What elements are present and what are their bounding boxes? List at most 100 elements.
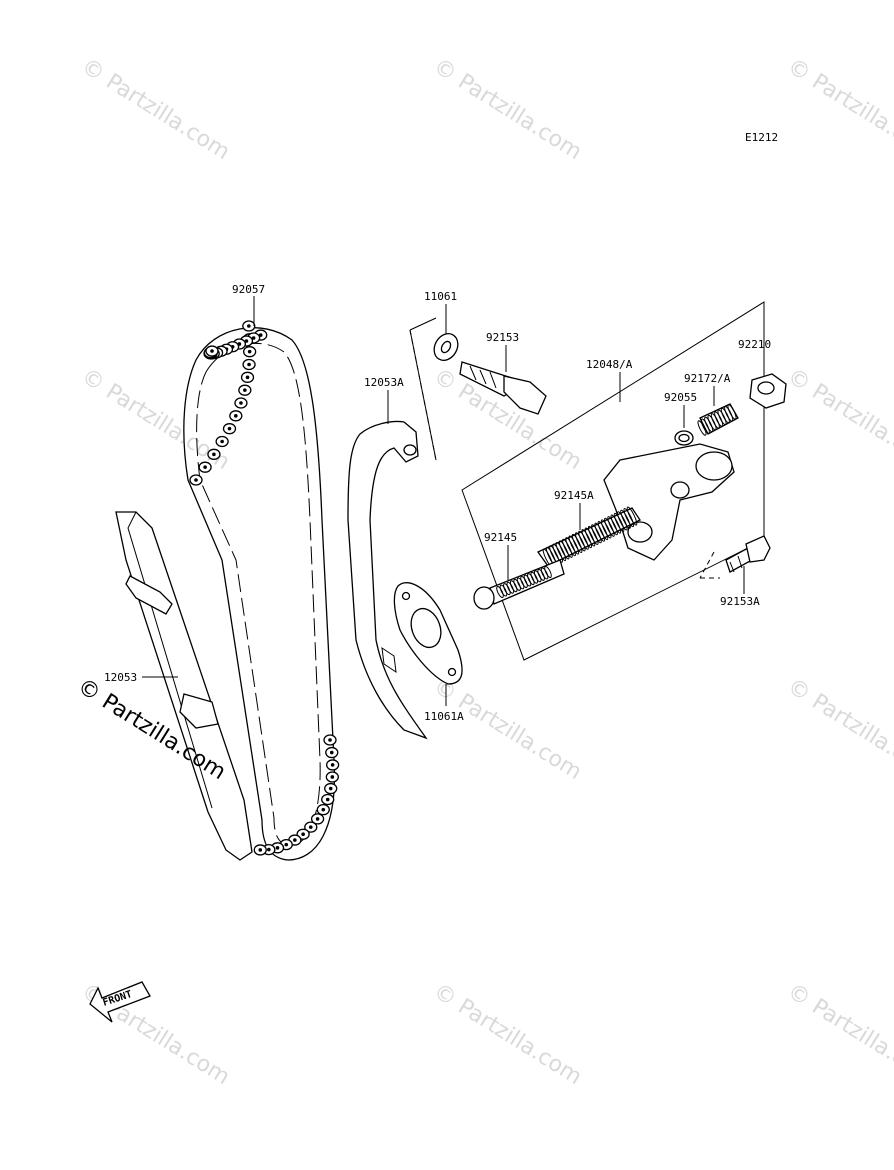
spring-coil [568, 535, 580, 555]
watermark-text: © Partzilla.com [783, 364, 894, 475]
chain-pin [227, 426, 232, 431]
spring-coil [523, 574, 532, 587]
part-number-92172a[interactable]: 92172/A [684, 372, 731, 385]
part-number-92145a[interactable]: 92145A [554, 489, 594, 502]
chain-pin [328, 786, 333, 791]
spring-coil [610, 514, 622, 534]
spring-coil [533, 570, 542, 583]
chain-links-bottom [253, 734, 340, 856]
chain-pin [267, 847, 271, 852]
watermark-text: © Partzilla.com [77, 54, 234, 165]
spring-coil [620, 509, 631, 529]
spring-coil [581, 529, 593, 549]
spring-coil [506, 581, 515, 594]
spring-coil [527, 573, 535, 586]
watermark-text: © Partzilla.com [783, 979, 894, 1090]
spring-coil [555, 541, 567, 562]
spring-coil [720, 407, 730, 424]
gasket [393, 582, 463, 685]
spring-coil [552, 543, 564, 563]
tensioner-body [603, 443, 735, 561]
bolt-92153 [459, 361, 547, 415]
washer [433, 333, 459, 361]
spring-coil [717, 409, 727, 426]
part-number-12048a[interactable]: 12048/A [586, 358, 633, 371]
spring-coil [530, 571, 539, 584]
part-number-92057[interactable]: 92057 [232, 283, 265, 296]
spring-coil [710, 413, 720, 429]
chain-pin [239, 401, 243, 405]
chain-pin [212, 452, 216, 457]
spring-coil [600, 519, 612, 539]
part-number-92153a[interactable]: 92153A [720, 595, 760, 608]
spring-coil [503, 583, 511, 596]
chain-pin [315, 817, 320, 821]
spring-coil [587, 525, 599, 545]
chain-pin [321, 807, 326, 812]
part-number-11061a[interactable]: 11061A [424, 710, 464, 723]
spring-coil [607, 516, 618, 536]
part-number-92153[interactable]: 92153 [486, 331, 519, 344]
spring-coil [700, 418, 710, 434]
chain-guide [115, 511, 253, 861]
spring-92172A [697, 403, 739, 436]
part-number-12053a[interactable]: 12053A [364, 376, 404, 389]
spring-coil [697, 420, 707, 436]
spring-coil [604, 517, 615, 537]
part-number-92055[interactable]: 92055 [664, 391, 697, 404]
chain-pin [247, 324, 251, 328]
part-number-12053[interactable]: 12053 [104, 671, 137, 684]
part-number-92210[interactable]: 92210 [738, 338, 771, 351]
chain-pin [275, 846, 280, 850]
chain-pin [258, 848, 263, 852]
connector-line [699, 551, 715, 579]
chain-pin [330, 775, 335, 779]
watermark-text: © Partzilla.com [429, 54, 586, 165]
push-rod-92145 [473, 559, 565, 610]
watermark-layer: © Partzilla.com © Partzilla.com © Partzill… [77, 54, 894, 1090]
spring-coil [558, 540, 570, 560]
chain-pin [284, 842, 289, 847]
chain-pin [243, 388, 247, 392]
connector-line [409, 317, 437, 331]
part-number-92145[interactable]: 92145 [484, 531, 517, 544]
spring-92145A [537, 506, 641, 568]
chain-pin [234, 414, 238, 418]
spring-coil [613, 512, 625, 533]
part-number-11061[interactable]: 11061 [424, 290, 457, 303]
spring-coil [591, 524, 602, 544]
spring-coil [520, 576, 528, 588]
spring-coil [626, 506, 638, 526]
cap-nut [749, 373, 787, 409]
spring-coil [704, 416, 714, 433]
chain-pin [247, 362, 251, 367]
chain-pin [194, 478, 198, 482]
spring-coil [714, 411, 724, 427]
chain-pin [308, 825, 313, 829]
spring-coil [537, 568, 545, 581]
spring-coil [565, 537, 576, 557]
spring-coil [562, 538, 573, 558]
spring-coil [578, 530, 589, 550]
spring-coil [544, 566, 552, 578]
spring-coil [516, 577, 525, 590]
chain-pin [301, 832, 305, 837]
chain-pin [325, 797, 330, 802]
chain-pin [210, 349, 214, 353]
spring-coil [571, 533, 583, 554]
chain-pin [245, 375, 250, 380]
chain-links-top [189, 320, 268, 486]
spring-coil [727, 404, 737, 420]
chain-pin [330, 763, 335, 767]
tensioner-guide [347, 420, 428, 740]
chain-pin [220, 439, 224, 444]
spring-coil [540, 567, 549, 580]
chain-pin [247, 349, 252, 354]
watermark-text: © Partzilla.com [429, 979, 586, 1090]
spring-coil [584, 527, 596, 547]
spring-coil [707, 414, 717, 431]
diagram-code: E1212 [745, 131, 778, 144]
chain-pin [203, 465, 207, 469]
watermark-text: © Partzilla.com [783, 54, 894, 165]
